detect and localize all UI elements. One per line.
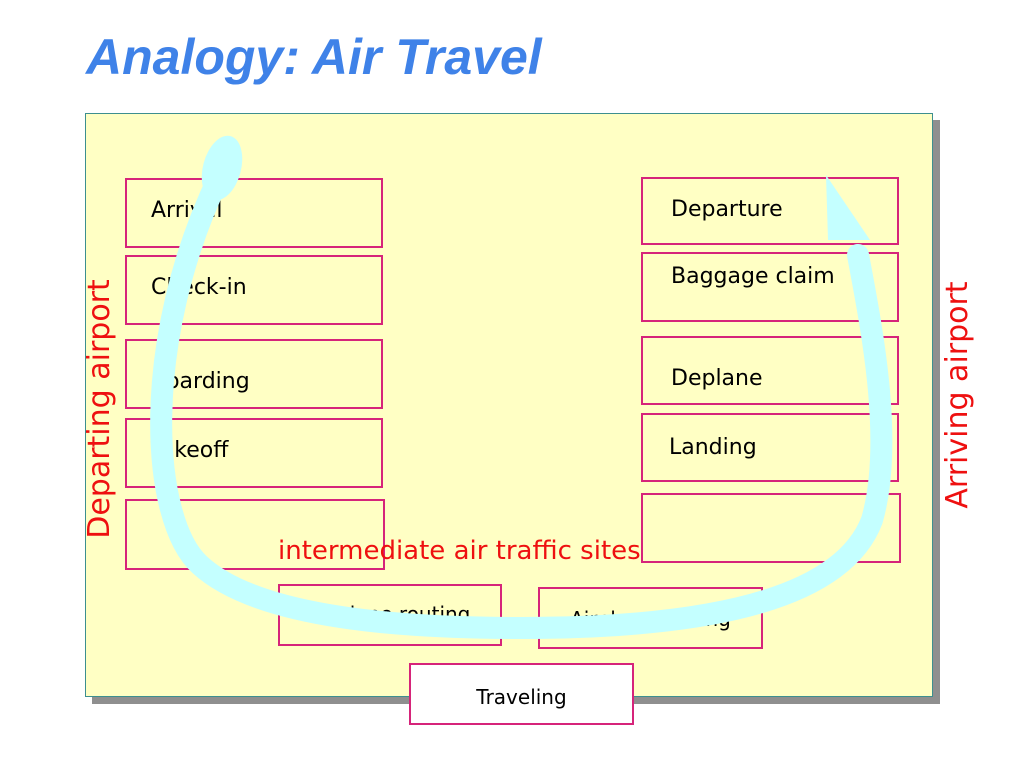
arriving-layer-landing: Landing xyxy=(641,413,899,482)
layer-label: Deplane xyxy=(671,366,763,391)
routing-label: Airplane routing xyxy=(309,602,471,626)
layer-label: Takeoff xyxy=(151,438,229,463)
layer-label: Landing xyxy=(669,435,757,460)
intermediate-sites-label: intermediate air traffic sites xyxy=(278,536,641,566)
departing-airport-label: Departing airport xyxy=(82,279,117,539)
routing-label: Airplane routing xyxy=(570,607,731,631)
layer-label: Departure xyxy=(671,197,783,222)
layer-label: Baggage claim xyxy=(671,264,835,289)
departing-layer-arrival: Arrival xyxy=(125,178,383,248)
arriving-layer-deplane: Deplane xyxy=(641,336,899,405)
intermediate-routing-box-1: Airplane routing xyxy=(278,584,502,646)
layer-label: Arrival xyxy=(151,198,223,223)
traveling-label: Traveling xyxy=(476,685,567,709)
arriving-layer-baggage-claim: Baggage claim xyxy=(641,252,899,322)
intermediate-routing-box-2: Airplane routing xyxy=(538,587,763,649)
traveling-box: Traveling xyxy=(409,663,634,725)
layer-label: Boarding xyxy=(151,369,250,394)
arriving-layer-departure: Departure xyxy=(641,177,899,245)
arriving-airport-label: Arriving airport xyxy=(940,281,975,509)
layer-label: Check-in xyxy=(151,275,247,300)
arriving-layer-routing xyxy=(641,493,901,563)
slide-title: Analogy: Air Travel xyxy=(86,29,542,85)
departing-layer-check-in: Check-in xyxy=(125,255,383,325)
departing-layer-takeoff: Takeoff xyxy=(125,418,383,488)
departing-layer-boarding: Boarding xyxy=(125,339,383,409)
